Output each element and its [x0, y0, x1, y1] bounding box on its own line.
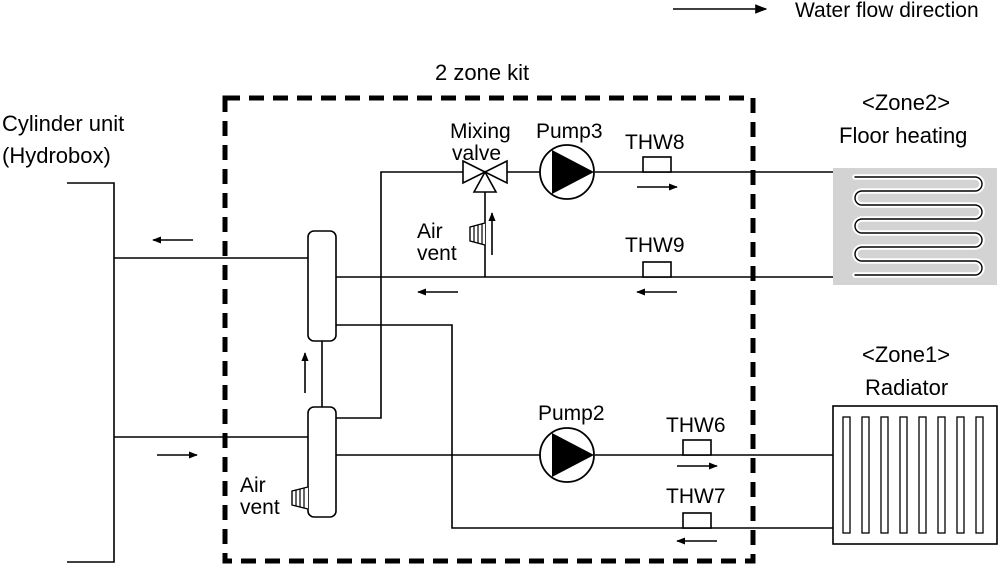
upper-header: [307, 230, 337, 342]
thw9-sensor: [642, 261, 672, 278]
lower-header: [307, 406, 337, 518]
zone-kit-boundary: [222, 95, 756, 564]
zone1-label-line2: Radiator: [865, 375, 948, 400]
radiator-icon: [832, 405, 998, 545]
zone2-label-line2: Floor heating: [839, 123, 967, 148]
thw6-sensor: [682, 439, 712, 456]
mixing-valve-icon: [462, 159, 508, 193]
pump3-label: Pump3: [536, 120, 603, 143]
air-vent-upper-line1: Air: [417, 220, 443, 243]
pipe-zone2-supply-riser: [336, 171, 463, 419]
pump2-label: Pump2: [538, 402, 605, 425]
air-vent-upper-icon: [469, 222, 486, 246]
air-vent-lower-line2: vent: [240, 496, 280, 519]
mixing-valve-line2: valve: [452, 142, 501, 165]
thw6-label: THW6: [666, 414, 726, 437]
air-vent-lower-icon: [291, 486, 309, 510]
zone1-label-line1: <Zone1>: [862, 342, 950, 367]
air-vent-lower-line1: Air: [240, 474, 266, 497]
thw9-label: THW9: [625, 234, 685, 257]
floor-heating-icon: [833, 168, 997, 285]
pump3-icon: [539, 144, 595, 200]
pipe-zone1-return: [336, 324, 833, 529]
mixing-valve-line1: Mixing: [450, 120, 511, 143]
air-vent-upper-line2: vent: [417, 242, 457, 265]
thw8-sensor: [642, 156, 672, 173]
thw7-sensor: [682, 512, 712, 529]
thw8-label: THW8: [625, 131, 685, 154]
legend-label: Water flow direction: [795, 0, 979, 22]
zone2-label-line1: <Zone2>: [862, 90, 950, 115]
thw7-label: THW7: [666, 485, 726, 508]
cylinder-unit-outline: [67, 182, 115, 563]
kit-title: 2 zone kit: [435, 60, 529, 85]
cylinder-label-line2: (Hydrobox): [2, 143, 111, 168]
pump2-icon: [539, 427, 595, 483]
cylinder-label-line1: Cylinder unit: [2, 111, 124, 136]
